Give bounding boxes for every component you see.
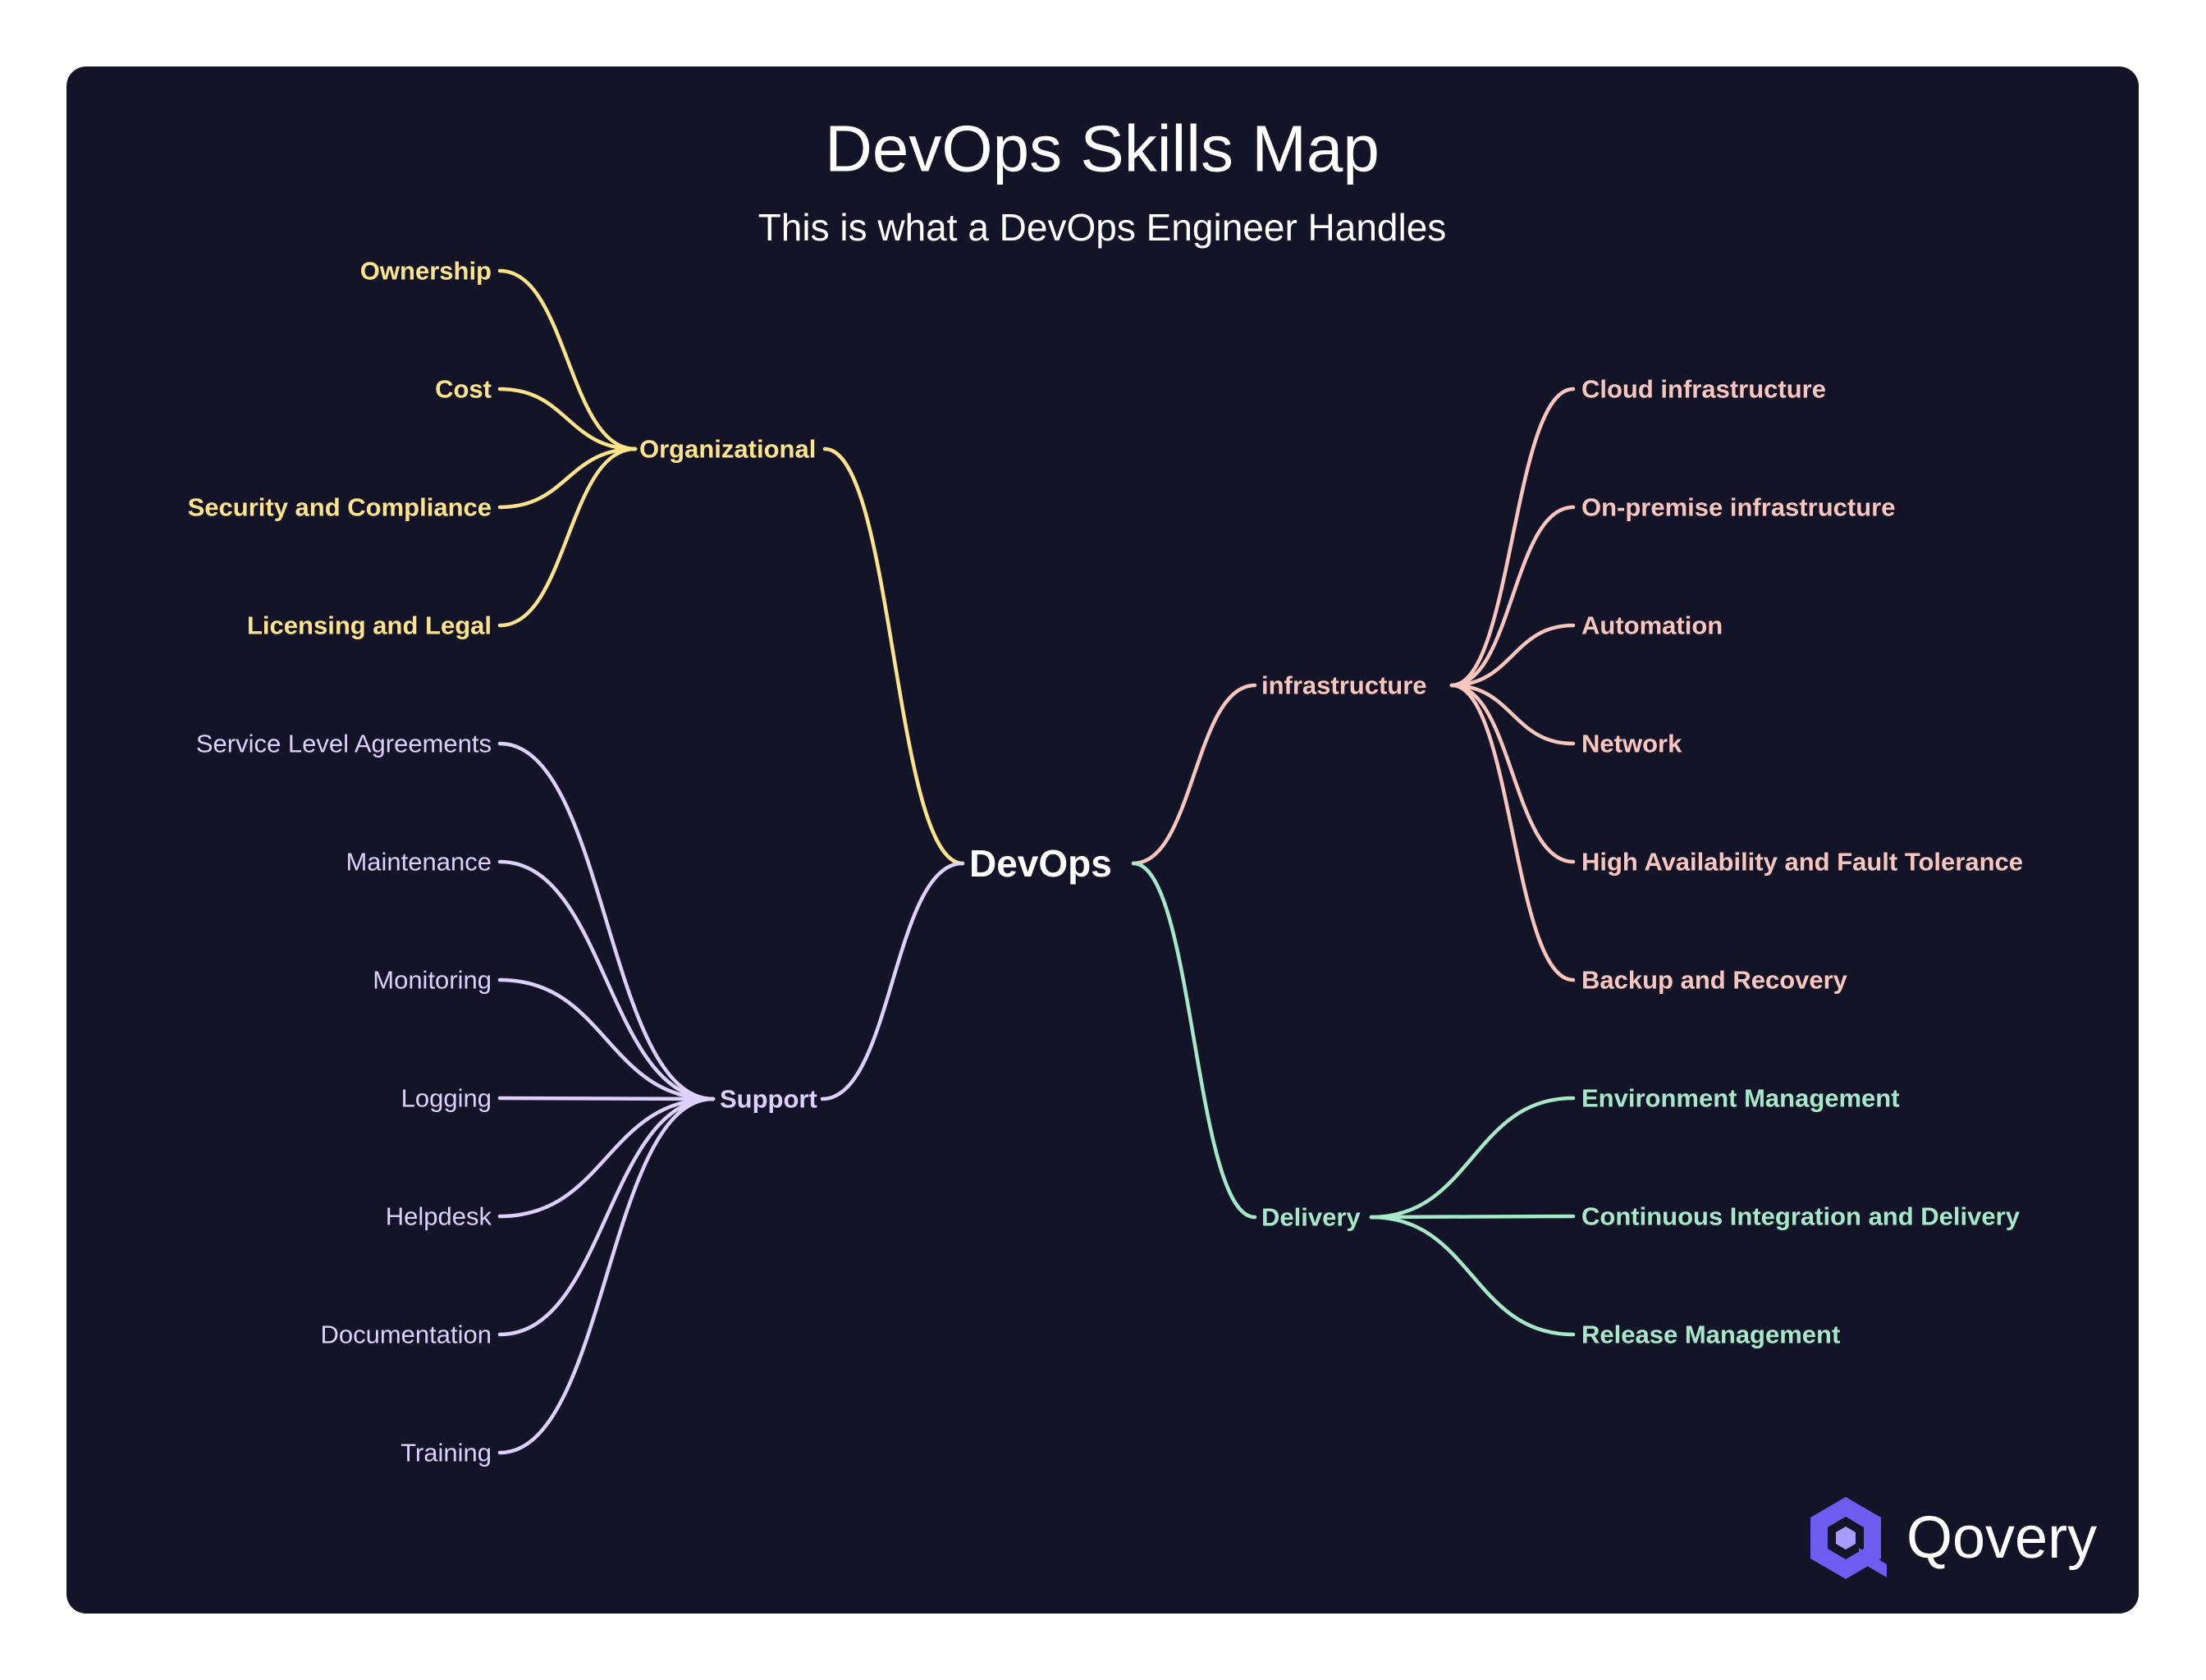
edge-root-delivery [1131,861,1257,1220]
leaf-cloud-infrastructure: Cloud infrastructure [1581,375,1826,404]
edge-organizational-licensing-and-legal [497,446,638,628]
mindmap-edges [497,268,1576,1455]
leaf-on-premise-infrastructure: On-premise infrastructure [1581,493,1895,522]
leaf-release-management: Release Management [1581,1321,1840,1349]
edge-support-documentation [497,1096,716,1337]
edge-delivery-continuous-integration-and-delivery [1369,1214,1576,1220]
edge-root-organizational [822,446,965,866]
edge-support-maintenance [497,859,716,1101]
leaf-continuous-integration-and-delivery: Continuous Integration and Delivery [1581,1202,2021,1231]
leaf-network: Network [1581,730,1682,758]
edge-support-monitoring [497,977,716,1101]
edge-organizational-ownership [497,268,638,451]
edge-delivery-release-management [1369,1215,1576,1337]
edge-support-service-level-agreements [497,741,716,1101]
leaf-monitoring: Monitoring [373,966,492,995]
leaf-helpdesk: Helpdesk [386,1202,492,1231]
leaf-backup-and-recovery: Backup and Recovery [1581,966,1848,995]
edge-support-helpdesk [497,1096,716,1219]
edge-infrastructure-cloud-infrastructure [1449,387,1576,688]
leaf-licensing-and-legal: Licensing and Legal [247,611,492,640]
edge-support-logging [497,1096,716,1101]
mindmap-canvas: DevOps Skills Map This is what a DevOps … [188,112,2097,1579]
branch-organizational: Organizational [639,435,816,464]
leaf-maintenance: Maintenance [346,848,492,877]
edge-organizational-cost [497,387,638,451]
leaf-automation: Automation [1581,611,1723,640]
leaf-training: Training [400,1439,492,1467]
edge-root-infrastructure [1131,683,1257,866]
edge-organizational-security-and-compliance [497,446,638,510]
leaf-high-availability-and-fault-tolerance: High Availability and Fault Tolerance [1581,848,2023,877]
edge-support-training [497,1096,716,1455]
leaf-security-and-compliance: Security and Compliance [188,493,492,522]
leaf-cost: Cost [435,375,492,404]
edge-infrastructure-network [1449,683,1576,746]
edge-infrastructure-backup-and-recovery [1449,683,1576,982]
qovery-logo-icon [1810,1497,1887,1579]
leaf-documentation: Documentation [320,1321,492,1349]
page-subtitle: This is what a DevOps Engineer Handles [758,206,1447,249]
root-node: DevOps [969,842,1112,885]
leaf-ownership: Ownership [360,257,492,286]
leaf-environment-management: Environment Management [1581,1084,1900,1113]
edge-infrastructure-high-availability-and-fault-tolerance [1449,683,1576,864]
page-title: DevOps Skills Map [825,112,1380,185]
edge-infrastructure-on-premise-infrastructure [1449,505,1576,688]
branch-delivery: Delivery [1261,1203,1361,1232]
qovery-logo-text: Qovery [1906,1505,2097,1571]
leaf-logging: Logging [401,1084,492,1113]
edge-root-support [820,861,965,1101]
qovery-logo: Qovery [1810,1497,2097,1579]
branch-support: Support [720,1085,817,1114]
diagram-card: DevOps Skills Map This is what a DevOps … [66,66,2139,1614]
edge-delivery-environment-management [1369,1096,1576,1220]
leaf-service-level-agreements: Service Level Agreements [196,730,492,758]
branch-infrastructure: infrastructure [1261,671,1427,700]
mindmap-nodes: DevOps Organizational OwnershipCostSecurit… [188,257,2023,1467]
edge-infrastructure-automation [1449,623,1576,688]
